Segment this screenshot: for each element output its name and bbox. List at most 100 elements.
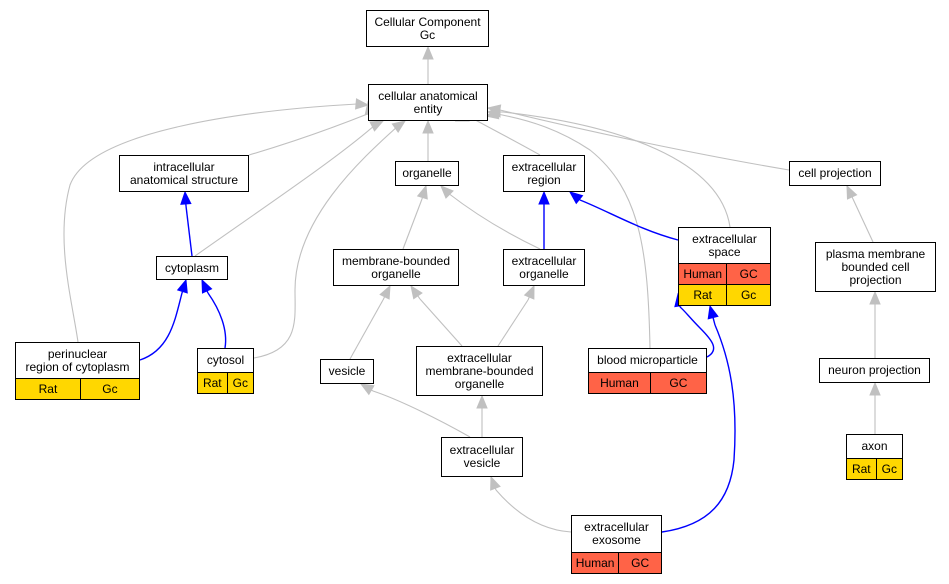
edge-is-a-extracellular-membrane-bounded-organelle-to-membrane-bounded-organelle bbox=[419, 298, 463, 347]
edge-connector bbox=[447, 192, 450, 195]
arrowhead-extracellular-organelle-to-organelle bbox=[440, 185, 454, 199]
arrowhead-neuron-projection-to-plasma-membrane-bounded-cell-projection bbox=[869, 290, 881, 305]
go-term-node-extracellular-region[interactable]: extracellular region bbox=[503, 155, 585, 192]
edge-connector bbox=[206, 290, 209, 294]
node-label: cytoplasm bbox=[164, 260, 220, 275]
edge-part-of-perinuclear-region-of-cytoplasm-to-cytoplasm bbox=[139, 292, 183, 361]
edge-is-a-membrane-bounded-organelle-to-organelle bbox=[402, 198, 423, 250]
go-term-node-cell-projection[interactable]: cell projection bbox=[789, 161, 881, 186]
go-term-node-extracellular-vesicle[interactable]: extracellular vesicle bbox=[441, 437, 523, 477]
edge-part-of-extracellular-space-to-extracellular-region bbox=[579, 199, 679, 241]
node-label: Cellular Component Gc bbox=[374, 14, 481, 42]
arrowhead-perinuclear-region-of-cytoplasm-to-cellular-anatomical-entity bbox=[355, 98, 370, 110]
go-term-node-cytoplasm[interactable]: cytoplasm bbox=[156, 256, 228, 280]
edge-connector bbox=[372, 124, 376, 127]
gene-cell[interactable]: Gc bbox=[79, 379, 139, 399]
arrowhead-extracellular-vesicle-to-vesicle bbox=[359, 383, 375, 396]
go-term-node-extracellular-membrane-bounded-organelle[interactable]: extracellular membrane-bounded organelle bbox=[416, 346, 543, 396]
node-label: cell projection bbox=[798, 166, 872, 180]
arrowhead-perinuclear-region-of-cytoplasm-to-cytoplasm bbox=[176, 278, 188, 294]
edge-part-of-cytosol-to-cytoplasm bbox=[207, 292, 227, 349]
arrowhead-cellular-anatomical-entity-to-cellular-component bbox=[422, 45, 434, 60]
go-term-node-intracellular-anatomical-structure[interactable]: intracellular anatomical structure bbox=[119, 155, 249, 192]
species-cell: Rat bbox=[693, 288, 712, 302]
node-label: extracellular exosome bbox=[584, 520, 649, 547]
edge-part-of-cytoplasm-to-intracellular-anatomical-structure bbox=[185, 205, 193, 257]
edge-part-of-extracellular-exosome-to-extracellular-space bbox=[661, 324, 736, 533]
edge-is-a-intracellular-anatomical-structure-to-cellular-anatomical-entity bbox=[248, 112, 371, 156]
node-label: membrane-bounded organelle bbox=[341, 253, 451, 281]
arrowhead-axon-to-neuron-projection bbox=[869, 381, 881, 396]
arrowhead-extracellular-organelle-to-extracellular-region bbox=[538, 190, 550, 205]
gene-cell[interactable]: GC bbox=[618, 553, 661, 573]
node-label: extracellular membrane-bounded organelle bbox=[425, 350, 534, 391]
edge-is-a-extracellular-space-to-cellular-anatomical-entity bbox=[502, 111, 731, 228]
arrowhead-extracellular-membrane-bounded-organelle-to-extracellular-organelle bbox=[523, 284, 535, 300]
edge-connector bbox=[527, 296, 530, 301]
species-cell: Human bbox=[600, 376, 639, 390]
node-label: blood microparticle bbox=[597, 353, 698, 367]
node-label: perinuclear region of cytoplasm bbox=[25, 346, 130, 374]
node-label: neuron projection bbox=[828, 363, 921, 377]
edge-connector bbox=[578, 198, 581, 201]
node-label: cytosol bbox=[206, 353, 245, 367]
annotation-row-rat: Rat Gc bbox=[847, 458, 902, 479]
annotation-row-human: Human GC bbox=[589, 372, 706, 393]
arrowhead-extracellular-vesicle-to-extracellular-membrane-bounded-organelle bbox=[476, 394, 488, 409]
go-term-node-cellular-anatomical-entity[interactable]: cellular anatomical entity bbox=[368, 84, 488, 121]
arrowhead-membrane-bounded-organelle-to-organelle bbox=[416, 184, 428, 200]
edge-is-a-perinuclear-region-of-cytoplasm-to-cellular-anatomical-entity bbox=[63, 103, 358, 343]
gene-cell[interactable]: GC bbox=[726, 264, 770, 284]
node-label: intracellular anatomical structure bbox=[129, 159, 239, 187]
arrowhead-extracellular-membrane-bounded-organelle-to-membrane-bounded-organelle bbox=[410, 284, 423, 300]
species-cell: Human bbox=[683, 267, 722, 281]
edge-is-a-extracellular-exosome-to-extracellular-vesicle bbox=[495, 489, 572, 533]
go-term-node-extracellular-organelle[interactable]: extracellular organelle bbox=[503, 249, 585, 286]
edge-connector bbox=[851, 196, 854, 200]
arrowhead-organelle-to-cellular-anatomical-entity bbox=[422, 119, 434, 134]
edge-is-a-cell-projection-to-cellular-anatomical-entity bbox=[499, 109, 790, 171]
edge-is-a-blood-microparticle-to-cellular-anatomical-entity bbox=[496, 113, 651, 349]
node-label: vesicle bbox=[328, 364, 366, 378]
node-label: axon bbox=[861, 439, 888, 453]
species-cell: Rat bbox=[202, 376, 222, 390]
go-term-node-organelle[interactable]: organelle bbox=[395, 161, 459, 186]
edge-is-a-cytoplasm-to-cellular-anatomical-entity bbox=[194, 124, 376, 257]
arrowhead-cytoplasm-to-intracellular-anatomical-structure bbox=[180, 190, 192, 205]
edge-connector bbox=[371, 389, 374, 392]
species-cell: Rat bbox=[38, 382, 58, 396]
edge-is-a-extracellular-organelle-to-organelle bbox=[447, 192, 541, 250]
species-cell: Human bbox=[575, 556, 615, 570]
edge-is-a-extracellular-vesicle-to-vesicle bbox=[372, 390, 471, 438]
gene-cell[interactable]: Gc bbox=[226, 373, 253, 393]
annotation-row-rat: Rat Gc bbox=[16, 378, 139, 399]
edge-is-a-vesicle-to-membrane-bounded-organelle bbox=[349, 299, 384, 360]
species-cell: Rat bbox=[851, 462, 871, 476]
arrowhead-extracellular-exosome-to-extracellular-vesicle bbox=[490, 475, 501, 491]
node-label: extracellular organelle bbox=[511, 253, 577, 281]
go-term-node-neuron-projection[interactable]: neuron projection bbox=[819, 358, 930, 383]
edge-connector bbox=[712, 317, 716, 326]
gene-cell[interactable]: GC bbox=[649, 373, 706, 393]
go-term-node-membrane-bounded-organelle[interactable]: membrane-bounded organelle bbox=[333, 249, 459, 286]
edge-is-a-cytosol-to-cellular-anatomical-entity bbox=[253, 125, 399, 359]
gene-cell[interactable]: Gc bbox=[875, 459, 902, 479]
node-label: plasma membrane bounded cell projection bbox=[825, 246, 926, 287]
gene-cell[interactable]: Gc bbox=[726, 285, 770, 305]
node-label: extracellular region bbox=[511, 159, 577, 187]
annotation-row-rat: Rat Gc bbox=[198, 372, 253, 393]
arrowhead-extracellular-exosome-to-extracellular-space bbox=[707, 304, 719, 320]
arrowhead-cytoplasm-to-cellular-anatomical-entity bbox=[369, 120, 385, 132]
go-term-node-vesicle[interactable]: vesicle bbox=[320, 359, 374, 384]
edge-connector bbox=[494, 488, 497, 491]
go-term-node-plasma-membrane-bounded-cell-projection[interactable]: plasma membrane bounded cell projection bbox=[815, 242, 936, 292]
go-term-node-cellular-component[interactable]: Cellular Component Gc bbox=[366, 10, 489, 47]
edge-is-a-extracellular-membrane-bounded-organelle-to-extracellular-organelle bbox=[497, 299, 529, 347]
